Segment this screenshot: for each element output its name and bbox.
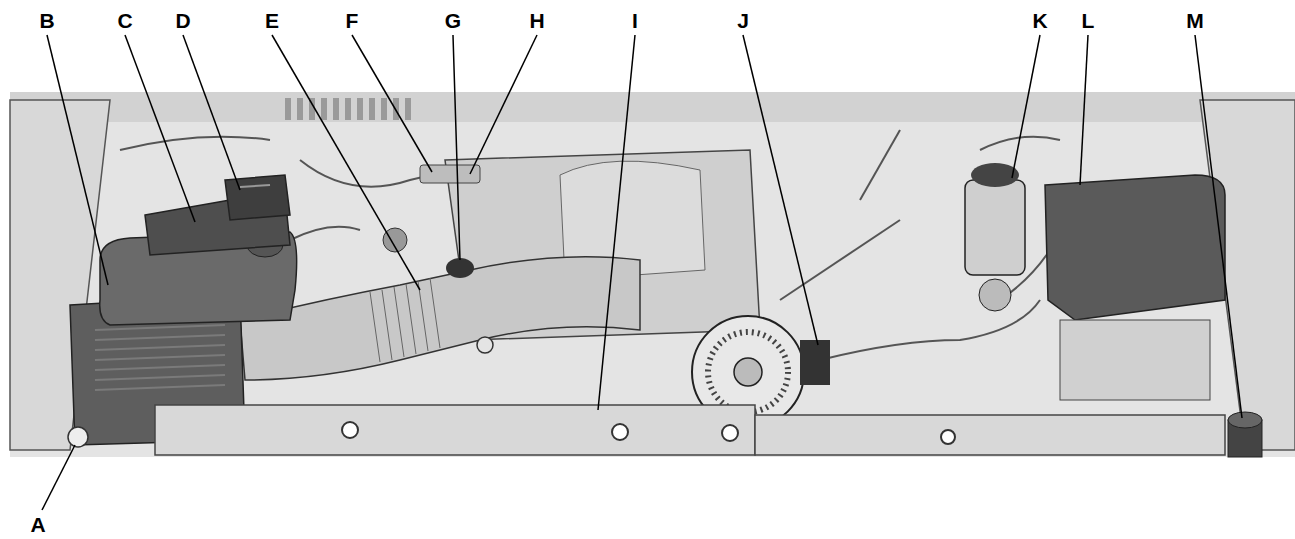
callout-letter: H: [529, 10, 544, 31]
alternator-pulley: [734, 358, 762, 386]
cowl-vents: [285, 98, 411, 120]
callout-letter: K: [1032, 10, 1047, 31]
fuse-box-base: [1060, 320, 1210, 400]
callout-letter: J: [737, 10, 749, 31]
alternator-connector: [800, 340, 830, 385]
cowl: [10, 92, 1295, 122]
callout-letter: A: [30, 514, 45, 535]
callout-letter: E: [265, 10, 279, 31]
duct-ribs: [370, 278, 440, 362]
washer-cap: [68, 427, 88, 447]
brake-reservoir: [965, 180, 1025, 275]
radiator-support: [155, 405, 755, 455]
compartment-ground: [10, 92, 1295, 457]
air-cleaner-grille: [95, 325, 225, 390]
radiator-support-right: [755, 415, 1225, 455]
callout-letter: F: [346, 10, 359, 31]
support-holes: [342, 422, 955, 444]
callout-letter: C: [117, 10, 132, 31]
battery-mark: [240, 185, 270, 187]
brake-cap: [971, 163, 1019, 187]
callout-letter: B: [39, 10, 54, 31]
sensor: [446, 258, 474, 278]
oil-fill-cap: [1228, 412, 1262, 428]
callout-letter: L: [1082, 10, 1095, 31]
leader-lines: [42, 35, 1242, 510]
callout-letter: M: [1186, 10, 1204, 31]
callout-letter: D: [175, 10, 190, 31]
fuse-box: [1045, 175, 1225, 320]
callout-letter: G: [445, 10, 461, 31]
callout-letter: I: [632, 10, 638, 31]
battery-top: [225, 175, 290, 220]
alternator-fins: [708, 332, 788, 412]
master-cylinder: [979, 279, 1011, 311]
air-intake-duct: [240, 257, 640, 380]
duct-bracket: [477, 337, 493, 353]
